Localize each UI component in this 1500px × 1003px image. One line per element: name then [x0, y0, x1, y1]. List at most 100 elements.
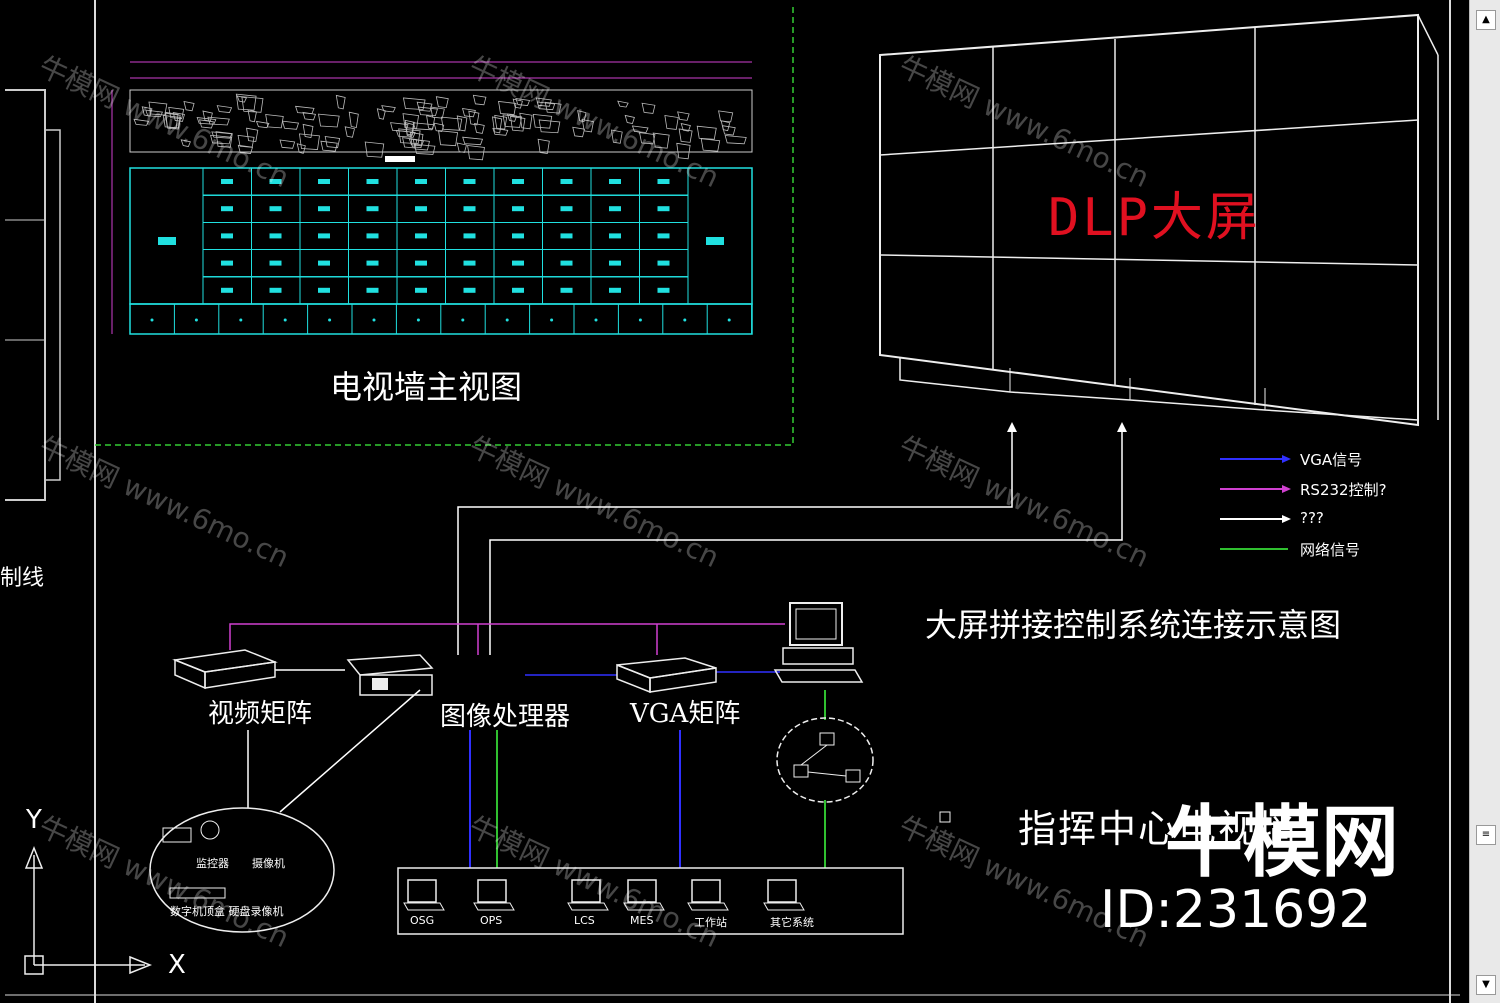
screen-indicator — [657, 233, 670, 239]
screen-indicator — [463, 233, 476, 239]
cabinet-knob — [283, 318, 287, 322]
cabinet-knob — [328, 318, 332, 322]
scroll-thumb[interactable]: ≡ — [1476, 825, 1496, 845]
screen-indicator — [512, 233, 524, 239]
texture-stone — [183, 100, 195, 112]
texture-stone — [381, 105, 396, 113]
texture-stone — [281, 120, 300, 130]
screen-indicator — [560, 260, 573, 266]
texture-stone — [412, 122, 435, 131]
cabinet-knob — [372, 318, 376, 322]
image-processor-device — [346, 654, 434, 696]
texture-stone — [652, 132, 670, 149]
vertical-scrollbar[interactable]: ▲ ≡ ▼ — [1469, 0, 1500, 1003]
workstation-keyboard — [623, 902, 665, 911]
screen-indicator — [366, 206, 379, 212]
texture-stone — [676, 142, 691, 160]
texture-stone — [324, 136, 341, 149]
network-cloud-icon — [776, 717, 874, 803]
video-matrix-label: 视频矩阵 — [208, 699, 313, 729]
workstation-keyboard — [403, 902, 445, 911]
vga-matrix-label: VGA矩阵 — [630, 699, 741, 729]
computer-icon — [773, 602, 864, 683]
workstation-icon — [691, 879, 721, 903]
texture-stone — [348, 111, 359, 128]
texture-stone — [180, 139, 191, 147]
cabinet-knob — [150, 318, 154, 322]
texture-stone — [376, 108, 386, 120]
ucs-axis-icon — [24, 845, 153, 975]
texture-stone — [519, 112, 533, 130]
texture-stone — [515, 98, 531, 107]
camera-label: 摄像机 — [252, 857, 285, 870]
texture-stone — [216, 105, 233, 113]
texture-stone — [279, 139, 296, 149]
tv-wall-title: 电视墙主视图 — [330, 368, 523, 406]
texture-stone — [207, 116, 230, 126]
screen-indicator — [221, 260, 233, 266]
texture-stone — [492, 116, 503, 134]
texture-stone — [402, 97, 426, 110]
screen-indicator — [609, 260, 621, 266]
texture-stone — [722, 125, 736, 136]
texture-stone — [196, 117, 217, 125]
cabinet-knob — [550, 318, 554, 322]
y-axis-label: Y — [26, 805, 42, 835]
texture-stone — [344, 126, 355, 138]
screen-indicator — [657, 260, 670, 266]
screen-indicator — [221, 206, 233, 212]
side-speaker — [158, 237, 176, 245]
texture-stone — [440, 116, 463, 131]
workstation-icon — [627, 879, 657, 903]
workstation-keyboard — [567, 902, 609, 911]
legend-unknown: ??? — [1300, 509, 1324, 527]
scroll-down-button[interactable]: ▼ — [1476, 975, 1496, 995]
texture-stone — [168, 106, 185, 120]
dvr-label: 数字机顶盒 硬盘录像机 — [170, 905, 284, 918]
watermark-logo: 牛模网 — [1165, 798, 1400, 888]
texture-stone — [461, 108, 476, 118]
screen-indicator — [415, 206, 427, 212]
workstation-icon — [407, 879, 437, 903]
texture-stone — [581, 119, 594, 133]
texture-stone — [472, 94, 487, 106]
screen-indicator — [512, 179, 524, 184]
texture-stone — [302, 123, 314, 138]
texture-stone — [435, 96, 449, 109]
marker-square — [939, 811, 951, 823]
watermark-id: ID:231692 — [1100, 880, 1372, 940]
texture-stone — [211, 131, 233, 139]
scroll-up-button[interactable]: ▲ — [1476, 10, 1496, 30]
screen-indicator — [463, 260, 476, 266]
workstation-label: 工作站 — [694, 916, 727, 929]
texture-stone — [335, 94, 346, 110]
screen-indicator — [366, 260, 379, 266]
screen-indicator — [366, 287, 379, 293]
texture-stone — [544, 101, 562, 114]
texture-stone — [474, 122, 485, 134]
texture-stone — [237, 134, 255, 148]
video-matrix-device — [172, 649, 278, 690]
texture-stone — [631, 125, 649, 133]
screen-indicator — [415, 233, 427, 239]
cabinet-knob — [683, 318, 687, 322]
screen-indicator — [560, 287, 573, 293]
screen-indicator — [318, 206, 330, 212]
texture-stone — [236, 95, 247, 103]
screen-indicator — [415, 179, 427, 184]
texture-stone — [680, 123, 691, 132]
screen-indicator — [463, 206, 476, 212]
screen-indicator — [463, 179, 476, 184]
texture-stone — [199, 119, 214, 129]
texture-stone — [395, 129, 416, 138]
texture-stone — [247, 109, 257, 123]
legend-lines — [1220, 455, 1291, 550]
subtitle: 指挥中心电视墙 — [1018, 807, 1299, 851]
screen-indicator — [366, 233, 379, 239]
screen-indicator — [221, 287, 233, 293]
screen-indicator — [609, 206, 621, 212]
connection-lines — [229, 422, 1127, 868]
workstation-icon — [571, 879, 601, 903]
texture-stone — [617, 100, 629, 108]
